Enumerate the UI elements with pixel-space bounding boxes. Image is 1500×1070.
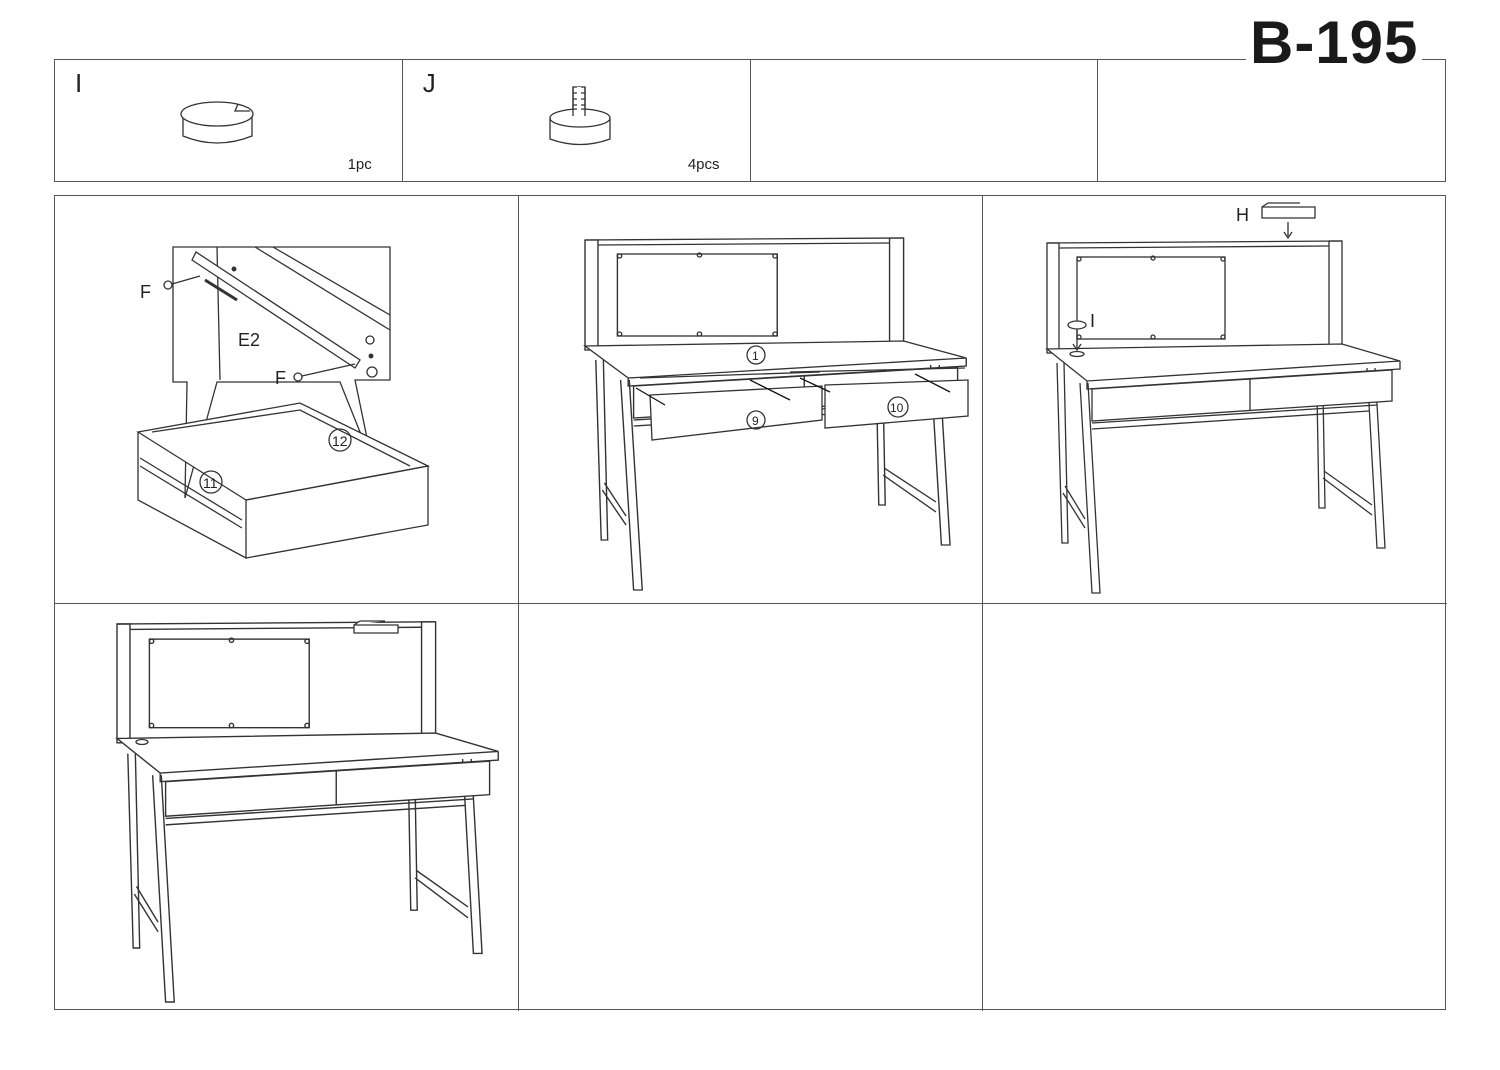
label-part-11: 11 bbox=[203, 475, 218, 491]
adjustable-foot-icon bbox=[549, 86, 611, 146]
parts-table: I 1pc J 4pcs bbox=[54, 59, 1446, 182]
grommet-cap-icon bbox=[180, 101, 254, 144]
model-number: B-195 bbox=[1246, 8, 1423, 77]
label-rail-e2: E2 bbox=[238, 330, 260, 350]
part-letter: I bbox=[75, 68, 83, 98]
label-grommet-i: I bbox=[1090, 311, 1095, 331]
part-cell-j: J 4pcs bbox=[403, 60, 751, 181]
step-drawer-rail bbox=[55, 196, 519, 604]
drawer-rail-diagram: F E2 F 11 12 bbox=[136, 246, 431, 560]
finished-desk-diagram bbox=[116, 620, 499, 1003]
label-part-9: 9 bbox=[752, 414, 759, 428]
attach-accessories-diagram: H I bbox=[1046, 202, 1401, 594]
insert-drawers-diagram: 1 9 10 bbox=[584, 237, 969, 591]
label-part-12: 12 bbox=[332, 433, 348, 449]
step-finished-desk bbox=[55, 604, 519, 1011]
part-cell-empty bbox=[751, 60, 1099, 181]
part-quantity: 1pc bbox=[347, 156, 372, 173]
assembly-steps-grid bbox=[54, 195, 1447, 1011]
label-part-1: 1 bbox=[752, 349, 759, 363]
step-empty bbox=[519, 604, 983, 1011]
part-letter: J bbox=[422, 68, 436, 98]
part-cell-i: I 1pc bbox=[55, 60, 403, 181]
step-accessories bbox=[983, 196, 1447, 604]
label-shelf-h: H bbox=[1236, 205, 1249, 225]
label-screw-f: F bbox=[275, 368, 286, 388]
label-screw-f: F bbox=[140, 282, 151, 302]
step-insert-drawers bbox=[519, 196, 983, 604]
label-part-10: 10 bbox=[890, 401, 904, 415]
part-quantity: 4pcs bbox=[687, 156, 720, 173]
